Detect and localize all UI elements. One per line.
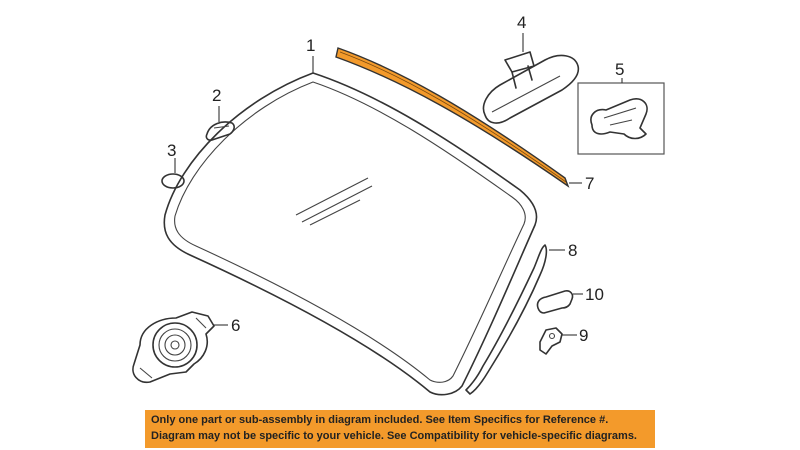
callout-8: 8 (549, 241, 577, 260)
callout-number-10: 10 (585, 285, 604, 304)
callout-number-2: 2 (212, 86, 221, 105)
callout-7: 7 (569, 174, 594, 193)
callout-3: 3 (167, 141, 176, 173)
disclaimer-line-2: Diagram may not be specific to your vehi… (151, 430, 637, 442)
callout-number-1: 1 (306, 36, 315, 55)
callout-number-6: 6 (231, 316, 240, 335)
callout-10: 10 (573, 285, 604, 304)
callout-number-7: 7 (585, 174, 594, 193)
callout-1: 1 (306, 36, 315, 73)
upper-moulding-highlighted (335, 47, 570, 188)
mirror-cover-part-5 (577, 82, 665, 155)
callout-4: 4 (517, 13, 526, 52)
seal-part-3 (161, 173, 185, 189)
clip-part-2 (205, 121, 235, 141)
callout-number-8: 8 (568, 241, 577, 260)
rain-sensor-part-6 (132, 311, 215, 384)
callout-number-3: 3 (167, 141, 176, 160)
callout-9: 9 (562, 326, 588, 345)
bracket-part-9 (539, 327, 563, 355)
callout-2: 2 (212, 86, 221, 122)
callout-5: 5 (615, 60, 624, 83)
callout-number-9: 9 (579, 326, 588, 345)
rear-view-mirror-part-4 (482, 51, 580, 124)
clip-part-10 (536, 290, 574, 314)
disclaimer-line-1: Only one part or sub-assembly in diagram… (151, 414, 609, 426)
disclaimer-banner: Only one part or sub-assembly in diagram… (145, 410, 655, 448)
callout-number-5: 5 (615, 60, 624, 79)
callout-6: 6 (213, 316, 240, 335)
callout-number-4: 4 (517, 13, 526, 32)
windshield-glass (163, 72, 538, 396)
side-moulding-part-8 (465, 244, 548, 395)
